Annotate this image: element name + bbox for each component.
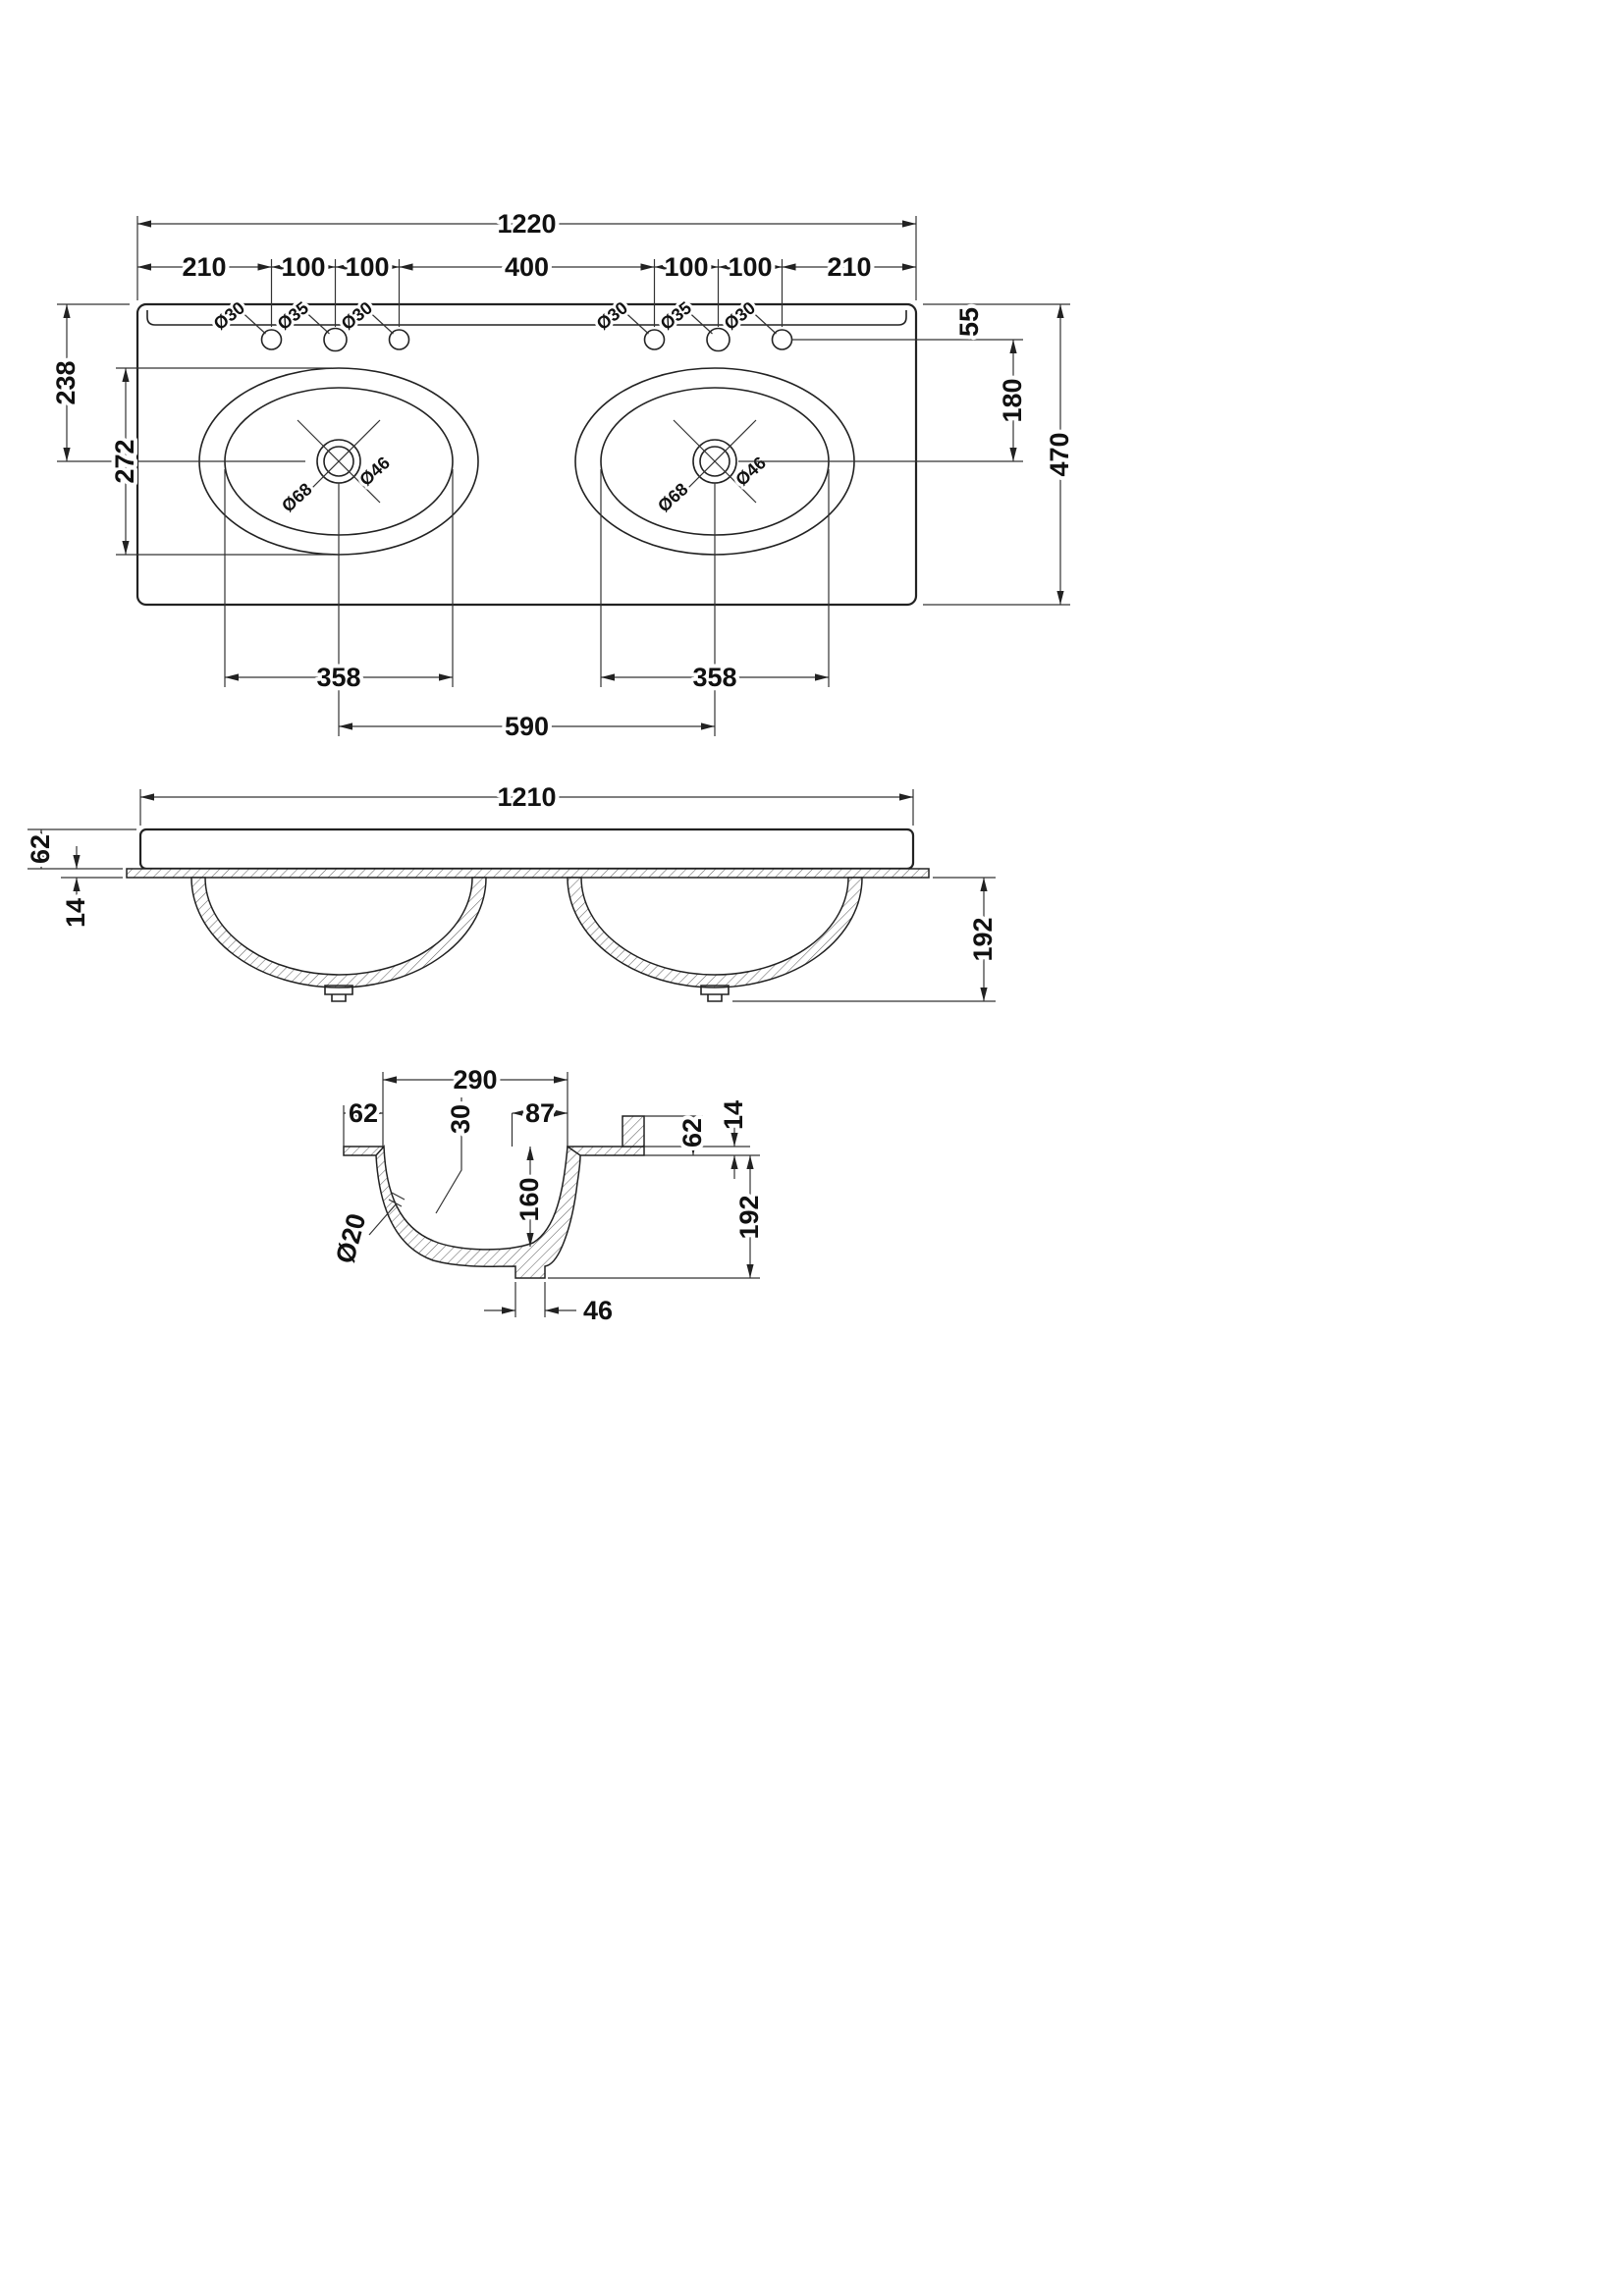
- bowl-side-section: [375, 1145, 581, 1279]
- dim-bowl-depth-front: 192: [968, 917, 998, 961]
- waste-inner: [699, 446, 730, 477]
- dim-offset-b: 87: [525, 1098, 555, 1128]
- back-ledge-line: [146, 310, 907, 326]
- dim-edge-to-waste: 238: [51, 360, 81, 404]
- upstand-section: [622, 1115, 645, 1148]
- dim-chain-3: 100: [345, 252, 389, 282]
- dim-bowl-depth-side: 192: [734, 1195, 764, 1239]
- tap-hole: [323, 327, 348, 352]
- front-dimensions: 1210 62 14 192: [22, 778, 1001, 1002]
- dim-overall-depth: 470: [1045, 432, 1074, 476]
- tap-hole: [260, 329, 283, 350]
- rim-flange-section: [126, 868, 930, 879]
- waste-fitting-right: [700, 985, 730, 1002]
- dim-top-thickness: 62: [26, 834, 55, 864]
- dim-bowl-inner-depth: 160: [514, 1177, 544, 1221]
- waste-outer-dia-label: Ø68: [278, 479, 316, 516]
- dim-edge-to-holes: 55: [954, 307, 984, 337]
- tap-hole-dia-label: Ø30: [210, 297, 248, 334]
- tap-hole: [388, 329, 410, 350]
- tap-hole: [643, 329, 666, 350]
- tap-hole: [706, 327, 730, 352]
- dim-chain-6: 100: [728, 252, 772, 282]
- front-view: 1210 62 14 192: [22, 778, 1001, 1002]
- extension-lines-side: [343, 1072, 760, 1317]
- dim-chain-4: 400: [505, 252, 549, 282]
- dim-front-width: 1210: [497, 782, 556, 812]
- extension-lines-front: [27, 789, 996, 1002]
- dim-bowl-width-right: 358: [692, 663, 736, 692]
- dim-rim-thickness: 14: [61, 898, 90, 928]
- dim-offset-a: 30: [446, 1104, 475, 1134]
- dim-holes-to-waste: 180: [998, 378, 1027, 422]
- tap-hole-dia-label: Ø30: [721, 297, 759, 334]
- waste-centre-cross: [673, 419, 757, 504]
- extension-lines-right: [738, 303, 1070, 606]
- dim-chain-5: 100: [664, 252, 708, 282]
- bowl-left-front-section: [190, 877, 487, 988]
- tap-hole-dia-label: Ø30: [593, 297, 631, 334]
- tap-hole-dia-label: Ø30: [338, 297, 376, 334]
- plan-view: Ø30 Ø35 Ø30 Ø30 Ø35 Ø30 Ø68 Ø46 Ø68 Ø46: [47, 205, 1078, 745]
- waste-outer-dia-label: Ø68: [654, 479, 692, 516]
- dim-plan-overall-width: 1220: [497, 209, 556, 239]
- dim-waste-width: 46: [583, 1296, 613, 1325]
- dim-rim-thickness-side: 14: [719, 1100, 748, 1130]
- dim-bowl-width-left: 358: [316, 663, 360, 692]
- dim-bowl-opening: 290: [453, 1065, 497, 1095]
- waste-fitting-left: [324, 985, 353, 1002]
- dim-upstand-height: 62: [677, 1118, 707, 1148]
- waste-inner: [323, 446, 354, 477]
- plan-dimensions: 1220 210 100 100 400 100 100 210 55 180 …: [47, 205, 1078, 745]
- overflow-leader-line: [368, 1203, 397, 1236]
- waste-centre-cross: [297, 419, 381, 504]
- extension-lines-bottom: [224, 469, 830, 736]
- dim-overflow-dia: Ø20: [330, 1210, 371, 1266]
- dim-bowl-plan-height: 272: [110, 439, 139, 483]
- dim-front-ledge: 62: [349, 1098, 378, 1128]
- dim-waste-centres: 590: [505, 712, 549, 741]
- dim-chain-2: 100: [281, 252, 325, 282]
- basin-top-outline: [135, 302, 918, 607]
- dim-chain-7: 210: [827, 252, 871, 282]
- offset-leader-line: [435, 1097, 462, 1214]
- overflow-hole-detail: [388, 1192, 406, 1207]
- dim-chain-1: 210: [182, 252, 226, 282]
- extension-lines-top: [136, 216, 917, 327]
- tap-hole-dia-label: Ø35: [657, 297, 695, 334]
- side-dimensions: 290 62 30 87 62 14 160 192 Ø20 46: [326, 1061, 768, 1329]
- side-section-view: 290 62 30 87 62 14 160 192 Ø20 46: [326, 1061, 768, 1329]
- extension-lines-left: [57, 303, 332, 556]
- bowl-right-front-section: [567, 877, 863, 988]
- tap-hole-leader-lines: [242, 311, 777, 335]
- worktop-front-outline: [138, 828, 915, 871]
- tap-hole-dia-label: Ø35: [274, 297, 312, 334]
